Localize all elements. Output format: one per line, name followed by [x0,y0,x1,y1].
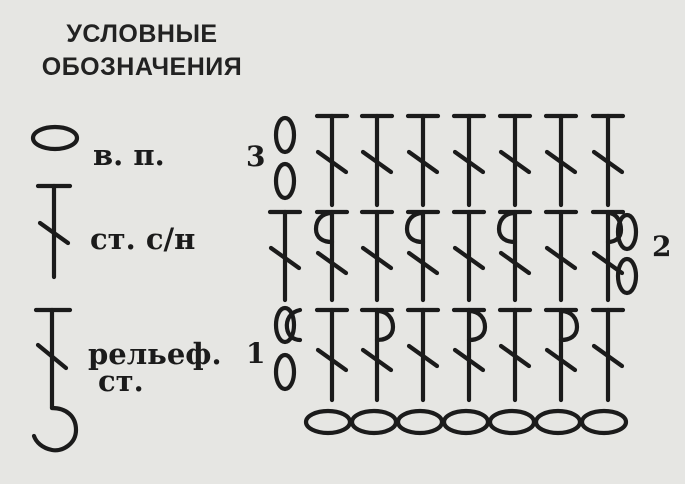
row-3-stitches [314,113,626,208]
row-3-stitch [451,113,487,208]
legend-title: УСЛОВНЫЕ ОБОЗНАЧЕНИЯ [22,18,262,84]
row-2-post-stitch-edge [590,209,626,303]
row-number-2: 2 [652,230,672,263]
row-2-post-stitch [404,209,441,303]
row-2-stitch [451,209,487,303]
row-1-turning-chains [273,305,297,392]
row-number-3: 3 [246,140,266,173]
legend-title-line-2: ОБОЗНАЧЕНИЯ [41,53,243,81]
row-3-stitch [497,113,533,208]
legend-double-crochet-symbol [35,183,73,280]
row-1-stitches [284,307,626,403]
row-3-stitch [314,113,350,208]
row-3-stitch [543,113,579,208]
row-2-stitch [267,209,303,303]
row-number-1: 1 [246,337,266,370]
row-2-post-stitch [496,209,533,303]
row-2-stitch [359,209,395,303]
legend-label-post-stitch-line-2: ст. [98,364,144,398]
row-1-post-stitch [451,307,488,403]
legend-label-post-stitch-line-1: рельеф. [88,337,222,371]
row-2-stitches [267,209,626,303]
row-1-stitch [590,307,626,403]
row-3-stitch [590,113,626,208]
row-2-stitch [543,209,579,303]
legend-chain-symbol [30,124,80,152]
row-3-stitch [405,113,441,208]
row-1-post-stitch-edge [284,307,350,403]
row-2-turning-chains [615,212,639,296]
row-1-stitch [497,307,533,403]
legend-post-stitch-symbol [31,307,79,453]
row-1-stitch [405,307,441,403]
legend-label-chain: в. п. [93,138,165,172]
row-1-post-stitch [359,307,396,403]
foundation-chain [303,408,629,436]
row-2-post-stitch [313,209,350,303]
legend-label-double-crochet: ст. с/н [90,222,196,256]
row-1-post-stitch [543,307,580,403]
row-3-turning-chains [273,115,297,201]
row-3-stitch [359,113,395,208]
legend-title-line-1: УСЛОВНЫЕ [66,20,218,48]
